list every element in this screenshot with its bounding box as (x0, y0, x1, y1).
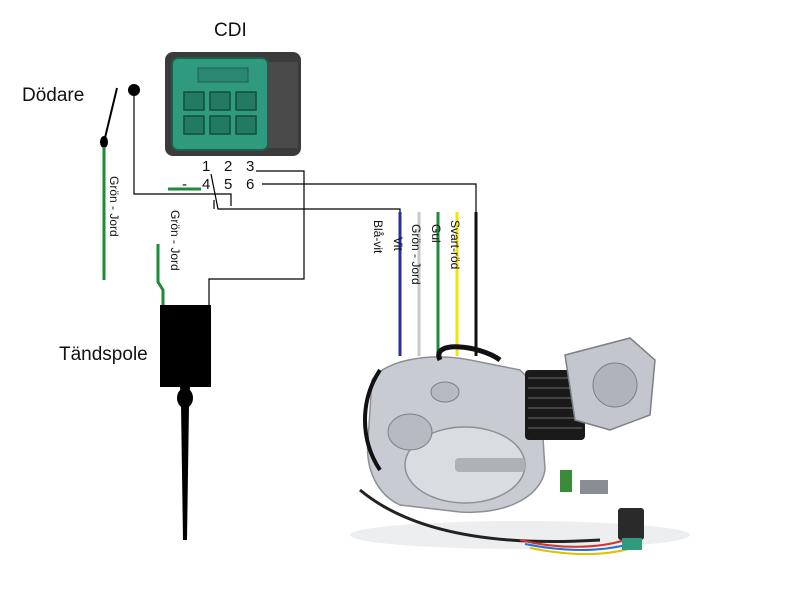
wire-label-blue-white: Blå-vit (371, 220, 385, 254)
cdi-unit (165, 52, 301, 156)
pin-6-label: 6 (246, 176, 255, 193)
cdi-module-photo (618, 508, 644, 550)
pin-4-label: 4 (202, 176, 211, 193)
pin-minus-label: - (182, 176, 187, 193)
wire-label-green-ground: Grön - Jord (409, 224, 423, 285)
pin-1-label: 1 (202, 158, 211, 175)
coil-ground-wire-label: Grön - Jord (168, 210, 182, 271)
pin-2-label: 2 (224, 158, 233, 175)
ignition-coil-label: Tändspole (59, 344, 148, 365)
wire-label-yellow: Gul (429, 224, 443, 243)
kill-switch-label: Dödare (22, 85, 85, 106)
engine-image (350, 337, 690, 555)
coil-ground-wire (156, 244, 165, 306)
ignition-coil (160, 305, 211, 540)
kill-ground-wire-label: Grön - Jord (107, 176, 121, 237)
cdi-label: CDI (214, 20, 247, 41)
kill-switch (100, 84, 140, 148)
pin-5-label: 5 (224, 176, 233, 193)
engine-wires (398, 212, 478, 356)
wire-label-white: Vit (391, 237, 405, 251)
wire-label-black-red: Svart-röd (448, 220, 462, 270)
pin-3-label: 3 (246, 158, 255, 175)
